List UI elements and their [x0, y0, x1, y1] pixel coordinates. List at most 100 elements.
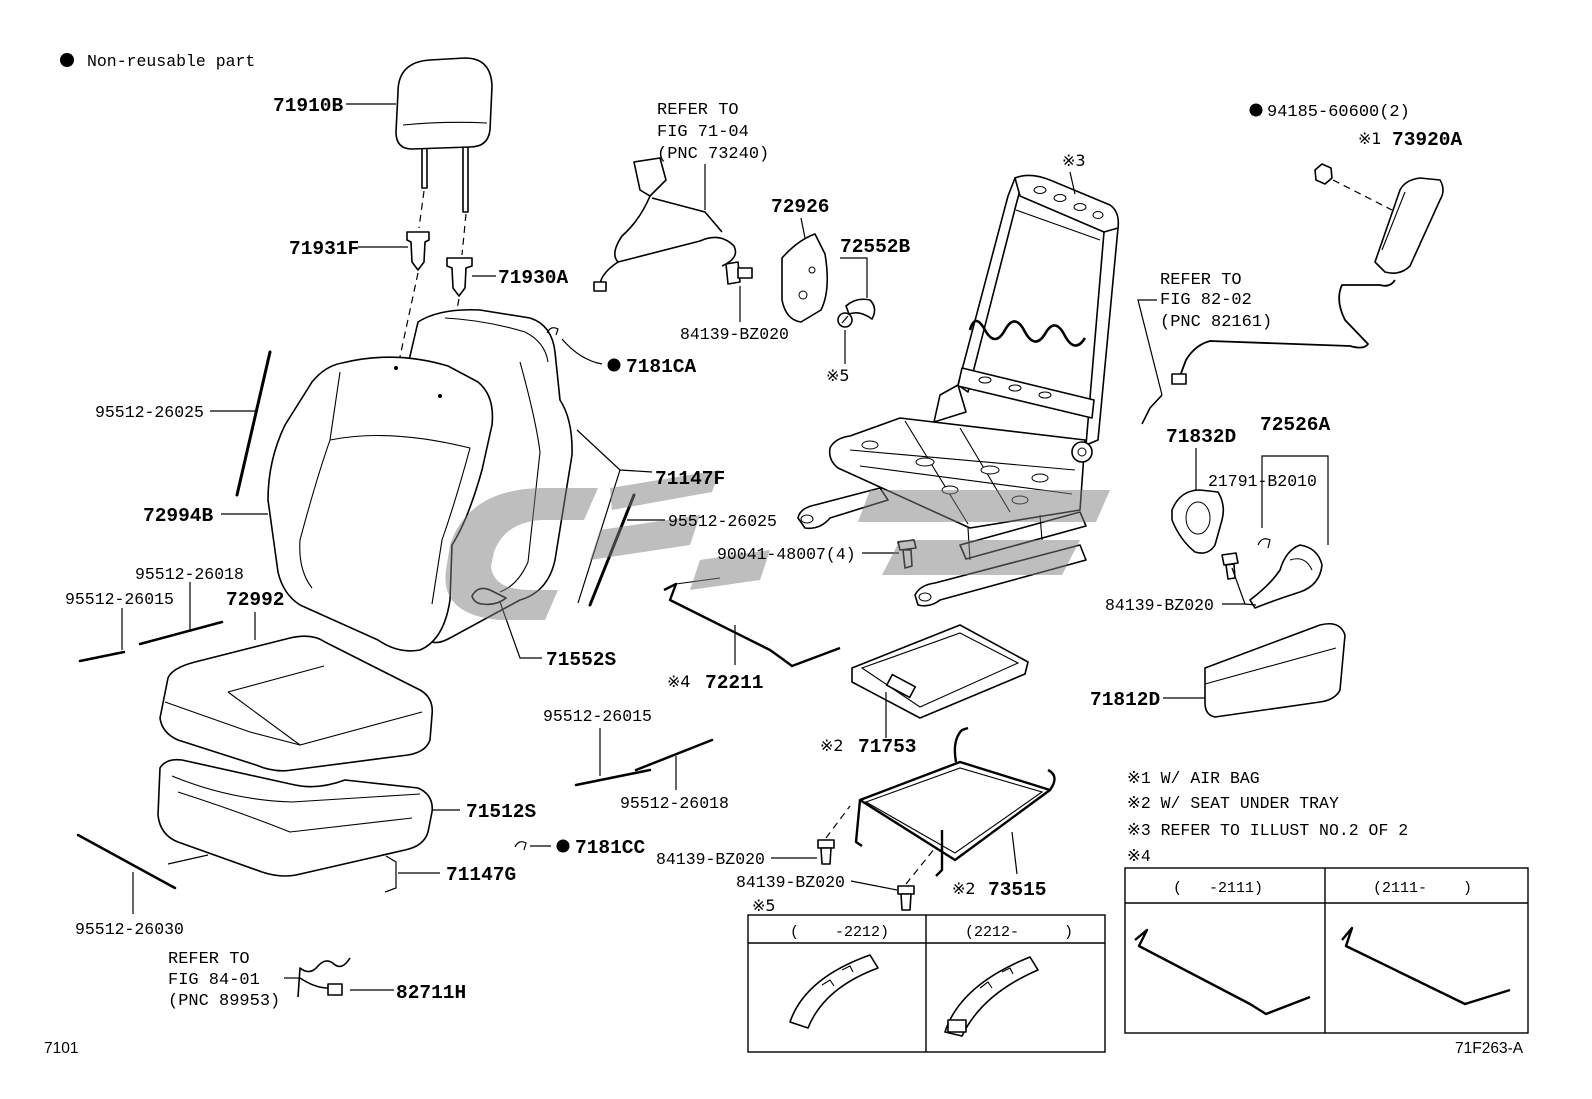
label-back-wire-left: 95512-26025: [95, 403, 204, 422]
lever-knob-drawing: [1249, 455, 1329, 609]
label-tray-screw-b: 84139-BZ020: [736, 873, 845, 892]
table-5-header-right: (2212- ): [965, 924, 1073, 941]
back-wire-left-drawing: [210, 350, 272, 497]
airbag-wire-drawing: [1137, 299, 1163, 425]
label-frame-mark: ※3: [1062, 151, 1086, 170]
label-cushion-wire-a: 95512-26018: [135, 565, 244, 584]
label-frame-bolt: 90041-48007(4): [717, 545, 856, 564]
belt-buckle-drawing: [593, 157, 737, 292]
note-3: ※3 REFER TO ILLUST NO.2 OF 2: [1127, 821, 1408, 840]
mid-wire-a-drawing: [574, 728, 652, 787]
tray-screw-a-drawing: [771, 805, 851, 865]
label-airbag: 73920A: [1392, 129, 1463, 151]
non-reusable-bullet-icon: [556, 839, 570, 853]
shield-clip-drawing: [840, 257, 876, 320]
label-back-wire-right: 95512-26025: [668, 512, 777, 531]
shield-screw-drawing: [725, 261, 753, 322]
seat-back-cover-drawing: [221, 356, 494, 652]
table-4-header-right: (2111- ): [1373, 880, 1472, 897]
shield-drawing: [781, 217, 829, 323]
tray-screw-b-drawing: [850, 847, 936, 911]
label-back-clip: 7181CA: [626, 356, 697, 378]
illustration-number: 7101: [44, 1040, 78, 1057]
label-tray: 71753: [858, 736, 917, 758]
cushion-wire-b-drawing: [78, 608, 126, 663]
back-pad-leader: [576, 429, 653, 604]
ref-belt-line1: REFER TO: [657, 101, 739, 120]
label-note-5-mark: ※5: [826, 366, 850, 385]
tray-drawing: [851, 624, 1029, 738]
label-shield-clip: 72552B: [840, 236, 911, 258]
label-shield-screw: 84139-BZ020: [680, 325, 789, 344]
label-cushion-cover: 72992: [226, 589, 285, 611]
label-guide-left: 71931F: [289, 238, 359, 260]
harness-drawing: [284, 957, 394, 998]
label-cushion-clip: 7181CC: [575, 837, 646, 859]
ref-airbag-line3: (PNC 82161): [1160, 313, 1272, 332]
label-cushion-wire-c: 95512-26030: [75, 920, 184, 939]
variant-table-4: [1124, 867, 1529, 1034]
table-5-header-left: ( -2212): [790, 924, 889, 941]
cushion-cover-drawing: [159, 612, 434, 772]
knob-screw-drawing: [1221, 552, 1257, 606]
note-5-clip-drawing: [837, 312, 853, 364]
ref-harness-line1: REFER TO: [168, 950, 250, 969]
label-inner-cover: 71832D: [1166, 426, 1236, 448]
ref-belt-line2: FIG 71-04: [657, 123, 749, 142]
label-tray-frame: 73515: [988, 879, 1047, 901]
back-clip-drawing: [546, 327, 621, 372]
cushion-wire-a-drawing: [138, 582, 224, 646]
label-cushion-pad: 71512S: [466, 801, 537, 823]
ref-harness-line2: FIG 84-01: [168, 971, 260, 990]
label-shield: 72926: [771, 196, 830, 218]
table-5-mark: ※5: [752, 896, 776, 915]
label-back-pad: 71147F: [655, 468, 725, 490]
cushion-wire-c-drawing: [76, 833, 177, 914]
ref-harness-line3: (PNC 89953): [168, 992, 280, 1011]
inner-cover-drawing: [1171, 448, 1225, 554]
label-lever-knob: 72526A: [1260, 414, 1331, 436]
label-airbag-nut: 94185-60600(2): [1267, 103, 1410, 122]
side-shield-drawing: [1163, 622, 1346, 718]
label-cushion-wire-b: 95512-26015: [65, 590, 174, 609]
label-knob-screw: 84139-BZ020: [1105, 596, 1214, 615]
note-2: ※2 W/ SEAT UNDER TRAY: [1127, 794, 1339, 813]
figure-code: 71F263-A: [1455, 1040, 1524, 1057]
cushion-pad-drawing: [157, 758, 460, 877]
non-reusable-bullet-icon: [60, 53, 74, 67]
label-back-cover: 72994B: [143, 505, 214, 527]
non-reusable-bullet-icon: [1249, 103, 1263, 117]
table-4-header-left: ( -2111): [1173, 880, 1263, 897]
label-cushion-under: 71147G: [446, 864, 516, 886]
label-tray-screw-a: 84139-BZ020: [656, 850, 765, 869]
non-reusable-bullet-icon: [607, 358, 621, 372]
label-tray-frame-mark: ※2: [952, 879, 976, 898]
note-1: ※1 W/ AIR BAG: [1127, 769, 1260, 788]
label-tray-mark: ※2: [820, 736, 844, 755]
label-harness-clamp: 82711H: [396, 982, 466, 1004]
cushion-clip-drawing: [514, 839, 570, 853]
ref-belt-line3: (PNC 73240): [657, 145, 769, 164]
label-headrest: 71910B: [273, 95, 344, 117]
mid-wire-b-drawing: [634, 738, 714, 790]
variant-table-5: [747, 914, 1106, 1053]
label-mid-wire-b: 95512-26018: [620, 794, 729, 813]
headrest-guide-right-drawing: [446, 257, 496, 297]
label-knob-clip: 21791-B2010: [1208, 472, 1317, 491]
label-back-hook: 71552S: [546, 649, 617, 671]
headrest-guide-left-drawing: [358, 231, 430, 271]
label-rod-mark: ※4: [667, 672, 691, 691]
note-4: ※4: [1127, 847, 1151, 866]
legend: Non-reusable part: [60, 52, 255, 71]
legend-text: Non-reusable part: [87, 52, 255, 71]
cushion-under-sheet-drawing: [167, 854, 440, 893]
airbag-drawing: [1171, 163, 1444, 385]
knob-clip-drawing: [1257, 538, 1271, 549]
headrest-drawing: [346, 57, 493, 256]
label-rod: 72211: [705, 672, 764, 694]
label-guide-right: 71930A: [498, 267, 569, 289]
label-side-shield: 71812D: [1090, 689, 1160, 711]
watermark-logo: [445, 470, 1110, 620]
label-mid-wire-a: 95512-26015: [543, 707, 652, 726]
